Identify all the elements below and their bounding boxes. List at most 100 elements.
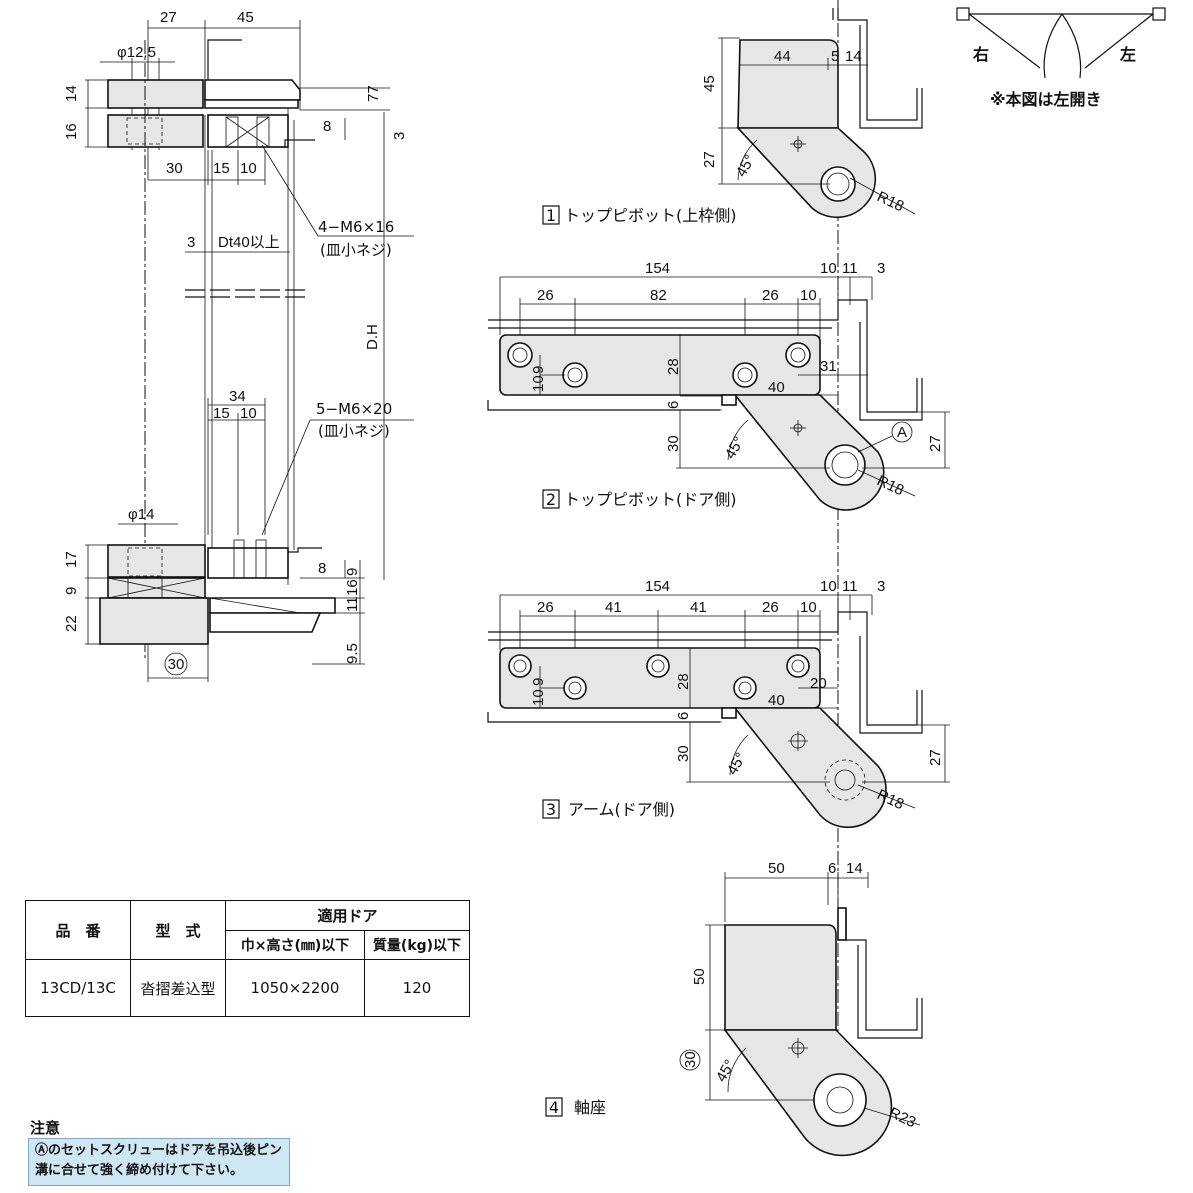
p2-dim-v9: 9	[530, 366, 547, 374]
dim-14: 14	[63, 85, 80, 102]
td-part-number: 13CD/13C	[25, 959, 131, 1017]
p4-dim-h50: 50	[691, 968, 708, 985]
p2-dim-v40: 40	[768, 379, 785, 396]
screw-top-label: 4−M6×16	[318, 218, 394, 236]
dim-22: 22	[63, 615, 80, 632]
p2-dim-angle: 45°	[722, 434, 748, 462]
p3-dim-b41: 41	[690, 599, 707, 616]
note-title: 注意	[30, 1119, 61, 1137]
swing-note: ※本図は左開き	[990, 90, 1102, 109]
p3-dim-154: 154	[645, 578, 670, 595]
p1-dim-r: R18	[874, 188, 906, 215]
p3-dim-v30: 30	[675, 745, 692, 762]
dim-17: 17	[63, 551, 80, 568]
p2-title: トップピボット(ドア側)	[564, 490, 737, 509]
screw-bot-sub: (皿小ネジ)	[318, 422, 390, 440]
p2-dim-a26: 26	[537, 287, 554, 304]
p4-number-box	[545, 1097, 563, 1117]
p3-dim-v9: 9	[530, 678, 547, 686]
p1-dim-45: 45	[701, 75, 718, 92]
p1-number-box	[542, 205, 560, 225]
swing-right-label: 右	[973, 45, 989, 64]
top-pivot-block	[107, 79, 204, 109]
p2-dim-r: R18	[874, 472, 906, 499]
th-type: 型 式	[130, 900, 226, 960]
p3-dim-11: 11	[842, 578, 858, 595]
p3-title: アーム(ドア側)	[568, 800, 675, 819]
p2-dim-10: 10	[820, 260, 837, 277]
p4-dim-6: 6	[828, 860, 836, 877]
td-size: 1050×2200	[225, 959, 365, 1017]
dim-dh: D.H	[364, 324, 381, 350]
dim-circ30: 30	[168, 656, 185, 673]
swing-left-label: 左	[1119, 45, 1136, 64]
dim-9: 9	[63, 587, 80, 595]
p4-dim-50: 50	[768, 860, 785, 877]
p4-dim-c30: 30	[682, 1051, 699, 1068]
arm-block	[107, 544, 206, 578]
p3-number-box	[542, 799, 560, 819]
dim-16: 16	[63, 123, 80, 140]
p2-dim-11: 11	[842, 260, 858, 277]
p3-dim-a41: 41	[605, 599, 622, 616]
p2-mark-a: A	[897, 424, 907, 441]
door-pivot-block	[107, 114, 204, 148]
p3-dim-v6: 6	[675, 712, 692, 720]
dim-phi-bot: φ14	[128, 506, 154, 523]
p2-dim-v28: 28	[665, 358, 682, 375]
swing-direction-diagram: 右 左 ※本図は左開き	[956, 7, 1166, 109]
p4-title: 軸座	[574, 1098, 606, 1117]
p3-number: 3	[546, 800, 556, 819]
p3-dim-3: 3	[877, 578, 885, 595]
dim-77: 77	[365, 85, 382, 102]
p2-dim-3: 3	[877, 260, 885, 277]
p2-dim-v6: 6	[665, 401, 682, 409]
shaft-seat-block	[99, 597, 209, 645]
p2-dim-v31: 31	[820, 358, 837, 375]
p3-dim-a26: 26	[537, 599, 554, 616]
p2-dim-b26: 26	[762, 287, 779, 304]
p3-dim-c10: 10	[800, 599, 817, 616]
note-box: Ⓐのセットスクリューはドアを吊込後ピン溝に合せて強く締め付けて下さい。	[28, 1138, 290, 1186]
p1-dim-14: 14	[845, 48, 862, 65]
th-size: 巾×高さ(㎜)以下	[225, 929, 365, 960]
p1-dim-angle: 45°	[733, 152, 759, 180]
part1-top-pivot-frame: 44 5 14 45 27 45° R18 1 トップピボット(上枠側)	[542, 8, 923, 225]
part4-shaft-seat: 50 6 14 50 30 45° R23 4 軸座	[545, 860, 923, 1157]
p2-number-box	[542, 489, 560, 509]
p3-dim-v27: 27	[927, 749, 944, 766]
dim-dt: Dt40以上	[218, 234, 280, 251]
th-door: 適用ドア	[225, 900, 470, 931]
screw-top-sub: (皿小ネジ)	[320, 241, 392, 259]
p1-dim-44: 44	[774, 48, 791, 65]
dim-3: 3	[391, 132, 408, 140]
p1-title: トップピボット(上枠側)	[564, 206, 737, 225]
dim-r16: 16	[344, 579, 361, 596]
p3-dim-v40: 40	[768, 692, 785, 709]
dim-15b: 15	[213, 405, 230, 422]
dim-10: 10	[240, 160, 257, 177]
dim-top-45: 45	[237, 9, 254, 26]
spec-table: 品 番 型 式 適用ドア 巾×高さ(㎜)以下 質量(kg)以下 13CD/13C…	[25, 900, 470, 1017]
dim-8: 8	[323, 118, 331, 135]
th-part-number: 品 番	[25, 900, 131, 960]
dim-3b: 3	[187, 234, 195, 251]
p3-dim-angle: 45°	[724, 750, 750, 778]
part3-arm-door: 154 10 11 3 26 41 41 26 10 9 1	[487, 578, 950, 829]
p3-dim-10: 10	[820, 578, 837, 595]
screw-bot-label: 5−M6×20	[316, 400, 392, 418]
p4-dim-angle: 45°	[713, 1057, 739, 1085]
side-view: 27 45 φ12.5 14 16 77 8	[63, 9, 414, 682]
th-mass: 質量(kg)以下	[364, 929, 470, 960]
p2-number: 2	[546, 490, 556, 509]
p2-dim-154: 154	[645, 260, 670, 277]
p1-dim-5: 5	[831, 48, 839, 65]
p1-dim-27: 27	[701, 151, 718, 168]
dim-r8: 8	[318, 560, 326, 577]
p3-dim-b26: 26	[762, 599, 779, 616]
td-mass: 120	[364, 959, 470, 1017]
p2-dim-c10: 10	[800, 287, 817, 304]
p1-number: 1	[546, 206, 556, 225]
dim-phi-top: φ12.5	[117, 44, 156, 61]
